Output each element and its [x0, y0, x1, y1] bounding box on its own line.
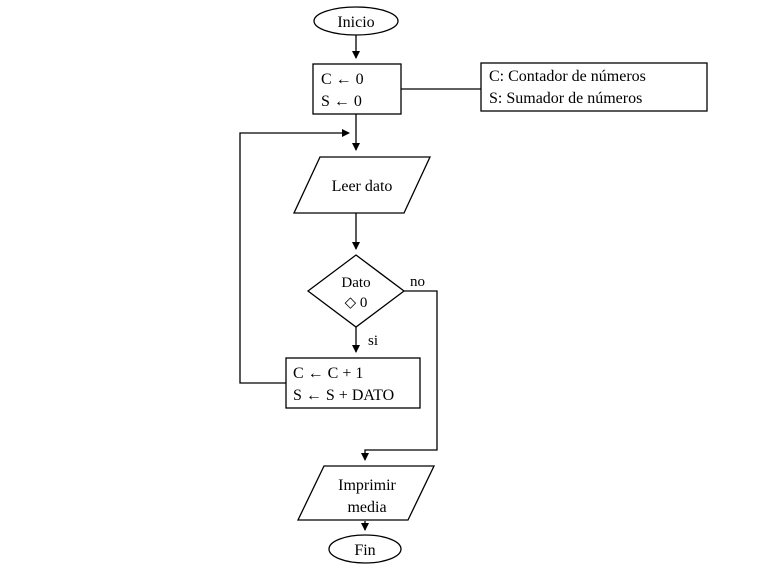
- start-label: Inicio: [337, 14, 374, 31]
- no-branch-connector: [361, 290, 438, 461]
- init-process-box: [312, 63, 402, 115]
- print-label-line1: Imprimir: [338, 477, 396, 494]
- print-output-parallelogram: [296, 465, 436, 521]
- init-assignment-line2: S ← 0: [321, 93, 362, 110]
- end-label: Fin: [354, 542, 375, 559]
- end-terminator: [328, 534, 402, 564]
- decision-diamond: [306, 254, 406, 328]
- comment-line2: S: Sumador de números: [489, 90, 642, 107]
- print-label-line2: media: [347, 499, 386, 516]
- start-terminator: [313, 6, 399, 36]
- accumulate-process-box: [285, 357, 421, 409]
- read-input-parallelogram: [292, 156, 432, 214]
- branch-label-si: si: [368, 333, 378, 349]
- comment-line1: C: Contador de números: [489, 68, 646, 85]
- branch-label-no: no: [410, 274, 425, 290]
- loopback-connector: [239, 129, 350, 384]
- decision-label-line2: ◇ 0: [345, 295, 368, 311]
- read-input-label: Leer dato: [332, 178, 393, 195]
- init-assignment-line1: C ← 0: [321, 71, 364, 88]
- accumulate-line2: S ← S + DATO: [293, 387, 394, 404]
- decision-label-line1: Dato: [341, 275, 370, 291]
- accumulate-line1: C ← C + 1: [293, 365, 363, 382]
- comment-box: [480, 62, 708, 112]
